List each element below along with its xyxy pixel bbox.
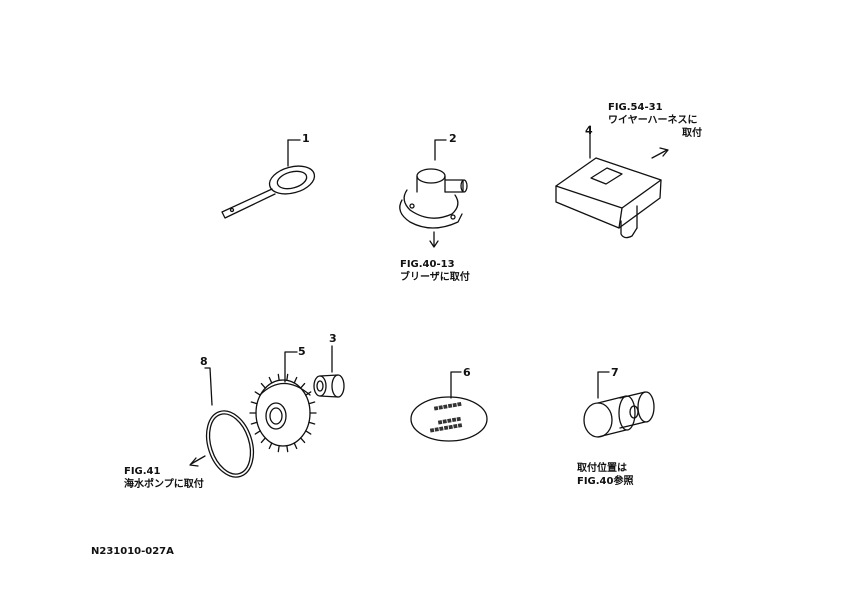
banjo-bolt-icon	[583, 371, 655, 438]
callout-1: 1	[302, 132, 310, 145]
gear-tooth	[305, 430, 312, 435]
gear-tooth	[268, 376, 273, 384]
part4-note: FIG.54-31 ワイヤーハーネスに 取付	[608, 101, 702, 140]
gear-icon	[249, 351, 317, 453]
part7-note-line1: 取付位置は	[577, 463, 627, 474]
gear-tooth	[286, 373, 289, 381]
breather-cap-icon	[399, 139, 468, 248]
part8-note-line2: 海水ポンプに取付	[124, 479, 204, 490]
gear-tooth	[277, 445, 280, 453]
callout-8: 8	[200, 355, 208, 368]
o-ring-icon	[189, 367, 255, 478]
svg-text:■■■■■■: ■■■■■■	[433, 401, 462, 412]
callout-6: 6	[463, 366, 471, 379]
part2-note-line1: FIG.40-13	[400, 259, 455, 270]
gear-tooth	[293, 376, 298, 384]
control-box-icon	[555, 125, 669, 239]
gear-tooth	[300, 437, 306, 444]
svg-text:■■■■■■■: ■■■■■■■	[429, 422, 463, 434]
gear-tooth	[250, 421, 258, 425]
tool-wrench-icon	[221, 139, 316, 219]
callout-5: 5	[298, 345, 306, 358]
callout-3: 3	[329, 332, 337, 345]
gear-tooth	[300, 382, 306, 389]
gear-tooth	[250, 401, 258, 405]
part8-note: FIG.41 海水ポンプに取付	[124, 465, 204, 491]
svg-text:■■■■■: ■■■■■	[437, 416, 462, 426]
gear-tooth	[286, 445, 289, 453]
gear-tooth	[308, 421, 316, 425]
part2-note-line2: ブリーザに取付	[400, 272, 470, 283]
part8-note-line1: FIG.41	[124, 466, 161, 477]
part4-note-line3: 取付	[682, 128, 702, 139]
callout-4: 4	[585, 124, 593, 137]
gear-tooth	[308, 401, 316, 405]
gear-tooth	[260, 437, 266, 444]
part7-note-line2: FIG.40参照	[577, 476, 634, 487]
gear-tooth	[268, 442, 273, 450]
diagram-code: N231010-027A	[91, 546, 174, 557]
gear-tooth	[277, 373, 280, 381]
part4-note-line2: ワイヤーハーネスに	[608, 115, 698, 126]
gear-tooth	[260, 382, 266, 389]
gear-tooth	[254, 391, 261, 396]
callout-7: 7	[611, 366, 619, 379]
part4-note-line1: FIG.54-31	[608, 102, 663, 113]
part2-note: FIG.40-13 ブリーザに取付	[400, 258, 470, 284]
gear-tooth	[254, 430, 261, 435]
part7-note: 取付位置は FIG.40参照	[577, 462, 633, 488]
bushing-icon	[313, 345, 345, 398]
callout-2: 2	[449, 132, 457, 145]
label-disc-icon: ■■■■■■ ■■■■■ ■■■■■■■	[410, 371, 488, 442]
gear-tooth	[293, 442, 298, 450]
